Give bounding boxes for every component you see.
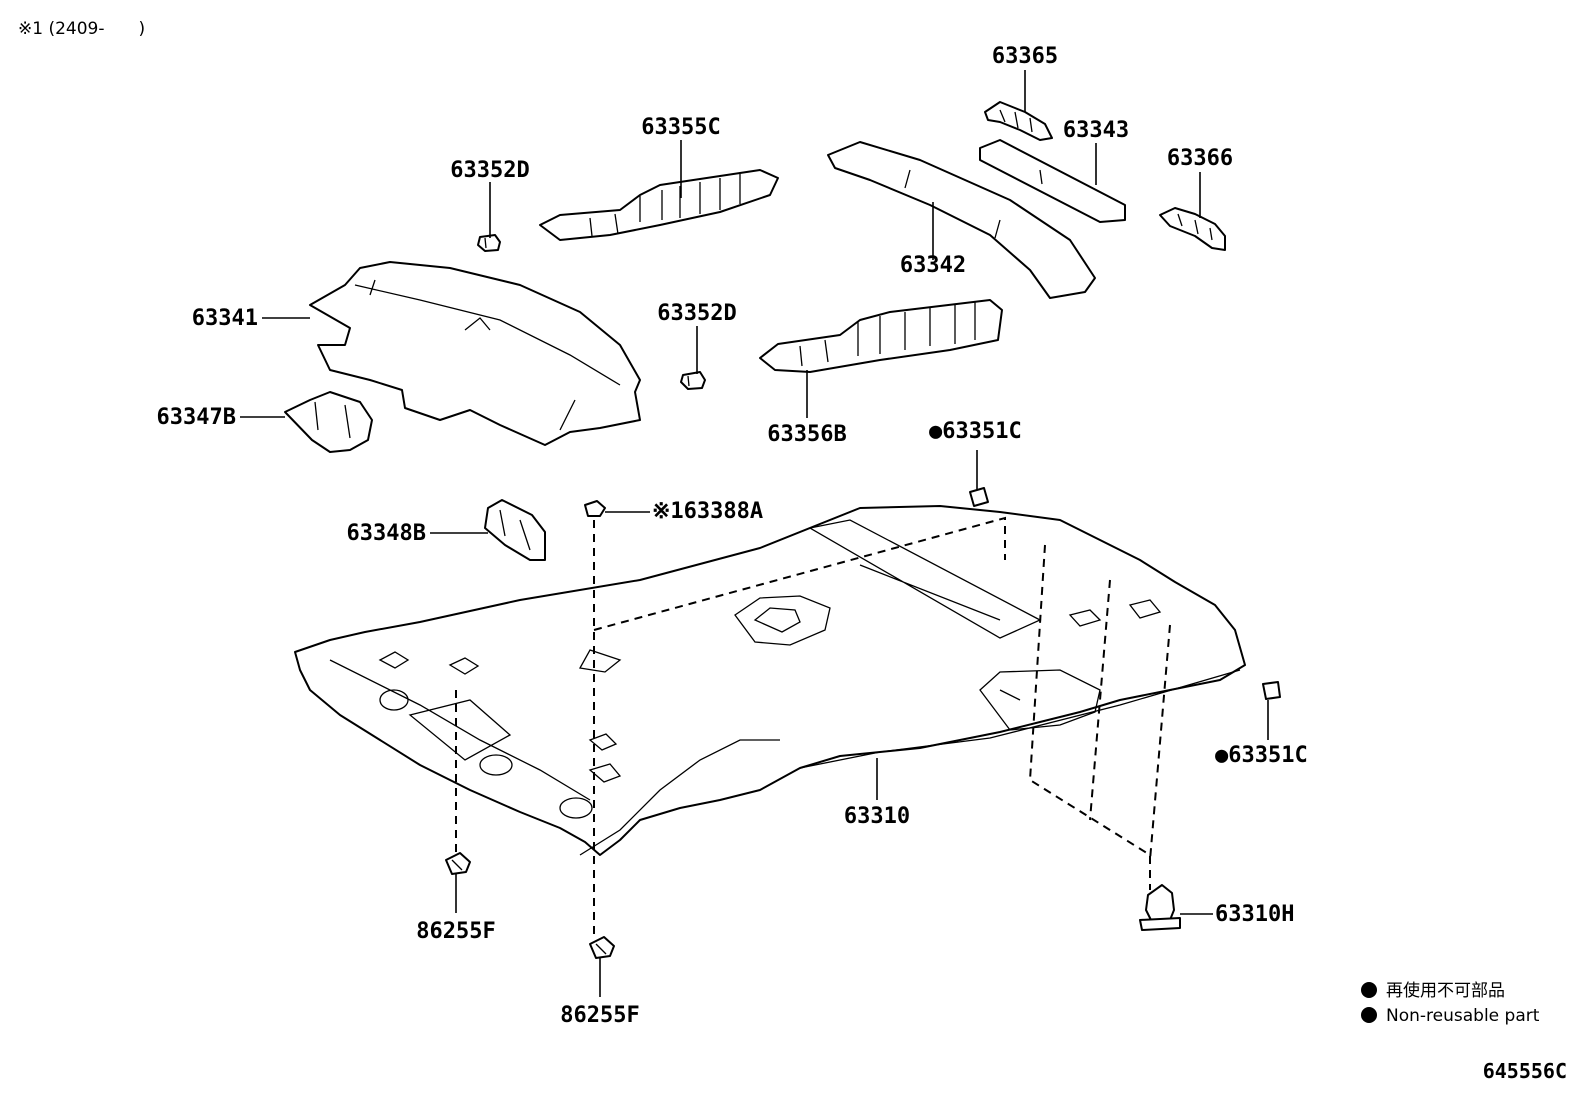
label-86255F-bottom: 86255F <box>560 1003 639 1028</box>
part-63355C <box>539 169 779 241</box>
label-63355C: 63355C <box>641 115 720 140</box>
part-63356B <box>759 299 1003 373</box>
label-63365: 63365 <box>992 44 1058 69</box>
label-63352D-top: 63352D <box>450 158 529 183</box>
part-63310H <box>1139 884 1181 931</box>
label-63388A: ※163388A <box>652 499 763 524</box>
label-63366: 63366 <box>1167 146 1233 171</box>
part-63388A <box>584 500 606 517</box>
label-63348B: 63348B <box>347 521 426 546</box>
label-63341: 63341 <box>192 306 258 331</box>
alignment-lines <box>455 516 1171 940</box>
leader-lines <box>240 70 1269 997</box>
label-63342: 63342 <box>900 253 966 278</box>
legend-dot-en <box>1361 1007 1377 1023</box>
label-63351C-right: ●63351C <box>1215 743 1308 768</box>
part-86255F-left <box>445 852 471 875</box>
part-63351C-right <box>1262 681 1281 700</box>
legend-en: Non-reusable part <box>1386 1006 1540 1026</box>
legend-dot-jp <box>1361 982 1377 998</box>
part-63366 <box>1159 207 1226 251</box>
label-86255F-left: 86255F <box>416 919 495 944</box>
label-63347B: 63347B <box>157 405 236 430</box>
part-63342 <box>827 141 1096 299</box>
part-63343 <box>979 139 1126 223</box>
label-63352D-mid: 63352D <box>657 301 736 326</box>
legend-jp: 再使用不可部品 <box>1386 980 1505 1001</box>
part-63352D-top <box>477 234 501 252</box>
part-labels: 63365 63343 63366 63355C 63352D 63342 63… <box>157 44 1308 1028</box>
label-63310H: 63310H <box>1215 902 1294 927</box>
part-63341 <box>309 261 641 446</box>
legend: 再使用不可部品 Non-reusable part <box>1361 980 1540 1026</box>
label-63356B: 63356B <box>767 422 846 447</box>
label-63310: 63310 <box>844 804 910 829</box>
label-63343: 63343 <box>1063 118 1129 143</box>
drawing-number: 645556C <box>1483 1059 1567 1083</box>
part-86255F-bottom <box>589 936 615 959</box>
part-63351C-top <box>969 487 989 507</box>
part-63310 <box>294 505 1246 856</box>
part-63365 <box>984 101 1053 141</box>
header-note: ※1 (2409- ) <box>18 19 145 39</box>
part-63347B <box>284 391 373 453</box>
part-63352D-mid <box>680 371 706 390</box>
part-63348B <box>484 499 546 561</box>
label-63351C-top: ●63351C <box>929 419 1022 444</box>
